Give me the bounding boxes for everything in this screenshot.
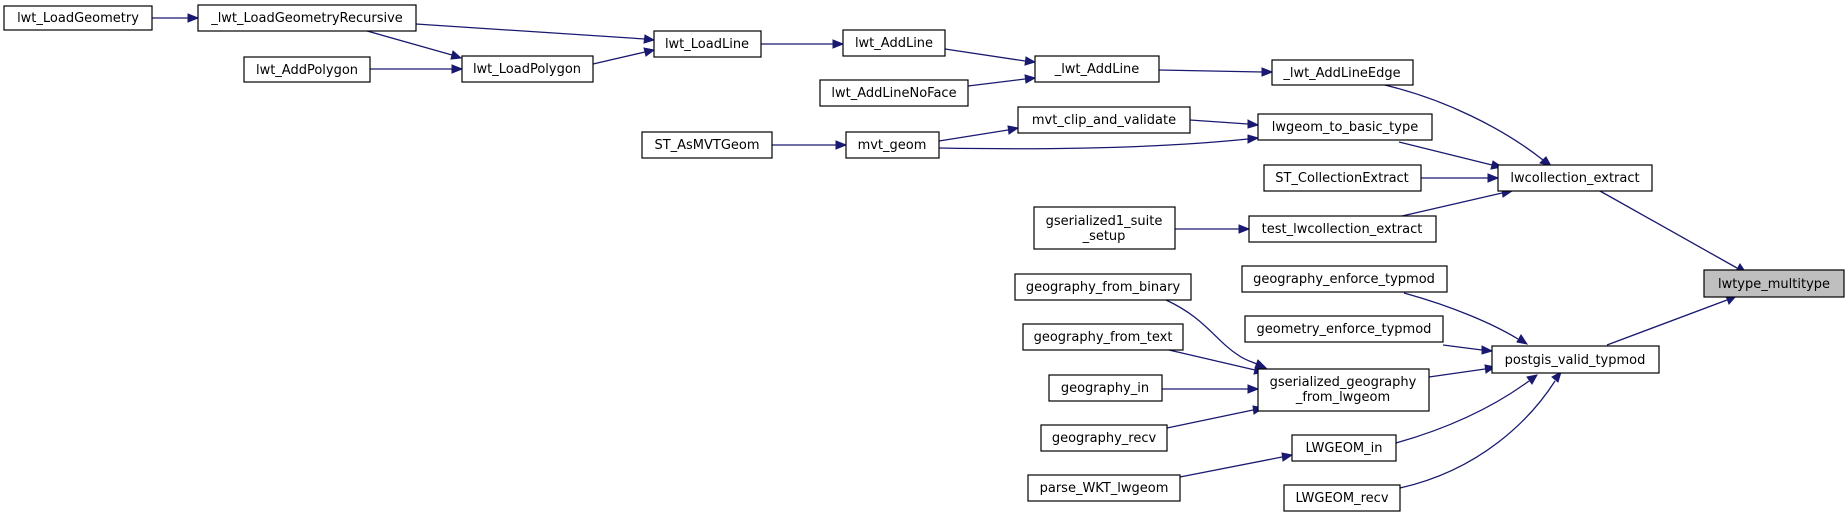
node-gserialized-geography-from-lwgeom[interactable]: gserialized_geography _from_lwgeom: [1257, 368, 1430, 412]
node-lwt-loadgeometryrecursive[interactable]: _lwt_LoadGeometryRecursive: [197, 4, 417, 32]
node-label: lwt_AddPolygon: [256, 63, 358, 78]
edge-loadline-to-addline: [761, 39, 845, 49]
node-label: _lwt_AddLineEdge: [1282, 66, 1400, 81]
edge-geometry-enforce-typmod-to-postgis-valid-typmod: [1442, 344, 1494, 355]
edge-recursive-to-loadline: [415, 23, 656, 44]
node-lwt-addline[interactable]: lwt_AddLine: [842, 29, 946, 57]
node-label: geometry_enforce_typmod: [1257, 322, 1432, 337]
node-label: lwt_AddLine: [855, 36, 933, 51]
edge-mvt-geom-to-clip-and-validate: [938, 125, 1020, 142]
edge-lwgeom-recv-to-postgis-valid-typmod: [1399, 370, 1562, 489]
node-geography-enforce-typmod[interactable]: geography_enforce_typmod: [1241, 265, 1448, 293]
edge-recursive-to-loadpolygon: [359, 28, 463, 60]
node-lwgeom-recv[interactable]: LWGEOM_recv: [1283, 484, 1401, 512]
edge-lwcollection-extract-to-lwtype-multitype: [1599, 190, 1748, 274]
node-label: lwt_LoadGeometry: [17, 11, 139, 26]
node-parse-wkt-lwgeom[interactable]: parse_WKT_lwgeom: [1027, 474, 1181, 502]
node-label-line-1: gserialized1_suite: [1046, 214, 1163, 229]
node-postgis-valid-typmod[interactable]: postgis_valid_typmod: [1491, 345, 1660, 374]
edge-addline-to-addline-internal: [944, 48, 1037, 66]
node-label: test_lwcollection_extract: [1262, 222, 1423, 237]
node-label: LWGEOM_recv: [1295, 491, 1388, 506]
node-geography-in[interactable]: geography_in: [1048, 374, 1163, 402]
node-mvt-geom[interactable]: mvt_geom: [845, 131, 940, 159]
node-label: lwt_LoadLine: [665, 37, 749, 52]
node-label: ST_AsMVTGeom: [654, 138, 759, 153]
node-lwgeom-in[interactable]: LWGEOM_in: [1291, 434, 1397, 462]
edge-postgis-valid-typmod-to-lwtype-multitype: [1606, 295, 1738, 346]
edge-loadpolygon-to-loadline: [592, 47, 656, 65]
edge-lwt-loadgeometry-to-recursive: [152, 13, 200, 23]
node-st-collectionextract[interactable]: ST_CollectionExtract: [1263, 164, 1422, 192]
edge-test-to-lwcollection-extract: [1401, 188, 1514, 217]
node-label-line-1: gserialized_geography: [1270, 375, 1417, 390]
edge-lwgeom-in-to-postgis-valid-typmod: [1395, 374, 1538, 444]
node-gserialized1-suite-setup[interactable]: gserialized1_suite _setup: [1033, 206, 1176, 250]
node-label: ST_CollectionExtract: [1275, 171, 1409, 186]
node-label: _lwt_LoadGeometryRecursive: [210, 11, 403, 26]
edge-gserialized1-suite-setup-to-test: [1175, 224, 1251, 234]
node-label-line-2: _from_lwgeom: [1295, 390, 1390, 405]
node-label: mvt_geom: [858, 138, 927, 153]
node-label: geography_enforce_typmod: [1253, 272, 1435, 287]
node-lwt-loadpolygon[interactable]: lwt_LoadPolygon: [461, 55, 594, 83]
node-lwt-addpolygon[interactable]: lwt_AddPolygon: [243, 56, 371, 83]
node-label: mvt_clip_and_validate: [1032, 113, 1176, 128]
node-label: lwcollection_extract: [1510, 171, 1639, 186]
node-lwgeom-to-basic-type[interactable]: lwgeom_to_basic_type: [1257, 113, 1433, 141]
edge-addlinenoface-to-addline-internal: [967, 74, 1037, 87]
edge-geography-in-to-gserialized: [1162, 384, 1260, 394]
node-geography-from-binary[interactable]: geography_from_binary: [1014, 273, 1192, 301]
edge-gserialized-to-postgis-valid-typmod: [1428, 364, 1497, 378]
node-label: geography_from_binary: [1026, 280, 1181, 295]
node-label-line-2: _setup: [1082, 229, 1126, 244]
nodes: lwt_LoadGeometry _lwt_LoadGeometryRecurs…: [3, 4, 1845, 512]
node-lwt-addlineedge[interactable]: _lwt_AddLineEdge: [1271, 59, 1414, 86]
node-lwt-addlinenoface[interactable]: lwt_AddLineNoFace: [819, 79, 969, 107]
node-label: _lwt_AddLine: [1054, 62, 1140, 77]
edge-addline-internal-to-addlineedge: [1158, 67, 1274, 77]
node-geometry-enforce-typmod[interactable]: geometry_enforce_typmod: [1244, 315, 1444, 343]
node-label: lwt_AddLineNoFace: [831, 86, 956, 101]
edge-geography-from-binary-to-gserialized: [1165, 299, 1268, 369]
node-label: lwt_LoadPolygon: [473, 62, 581, 77]
node-label: lwtype_multitype: [1718, 277, 1830, 292]
node-lwt-addline-internal[interactable]: _lwt_AddLine: [1034, 55, 1160, 83]
node-lwt-loadgeometry[interactable]: lwt_LoadGeometry: [3, 5, 153, 31]
node-label: postgis_valid_typmod: [1505, 353, 1646, 368]
node-mvt-clip-and-validate[interactable]: mvt_clip_and_validate: [1017, 106, 1191, 134]
node-lwtype-multitype[interactable]: lwtype_multitype: [1703, 269, 1845, 298]
node-label: geography_from_text: [1034, 330, 1173, 345]
node-label: parse_WKT_lwgeom: [1040, 481, 1169, 496]
edge-geography-enforce-typmod-to-postgis-valid-typmod: [1403, 292, 1529, 345]
edge-st-collectionextract-to-lwcollection-extract: [1421, 173, 1500, 183]
edge-geography-recv-to-gserialized: [1166, 405, 1265, 429]
node-lwcollection-extract[interactable]: lwcollection_extract: [1497, 164, 1653, 192]
node-geography-from-text[interactable]: geography_from_text: [1022, 323, 1184, 351]
node-st-asmvtgeom[interactable]: ST_AsMVTGeom: [641, 131, 773, 159]
node-label: lwgeom_to_basic_type: [1272, 120, 1418, 135]
node-label: LWGEOM_in: [1306, 441, 1383, 456]
node-label: geography_in: [1061, 381, 1149, 396]
edge-astmvtgeom-to-mvt-geom: [772, 140, 848, 150]
edge-addpolygon-to-loadpolygon: [370, 64, 464, 74]
edge-clip-and-validate-to-lwgeom-to-basic-type: [1189, 119, 1260, 129]
edge-parse-wkt-to-lwgeom-in: [1179, 452, 1294, 478]
node-geography-recv[interactable]: geography_recv: [1040, 424, 1168, 452]
edge-mvt-geom-to-lwgeom-to-basic-type: [938, 134, 1260, 150]
node-lwt-loadline[interactable]: lwt_LoadLine: [653, 30, 762, 58]
node-label: geography_recv: [1052, 431, 1157, 446]
node-test-lwcollection-extract[interactable]: test_lwcollection_extract: [1248, 215, 1437, 243]
